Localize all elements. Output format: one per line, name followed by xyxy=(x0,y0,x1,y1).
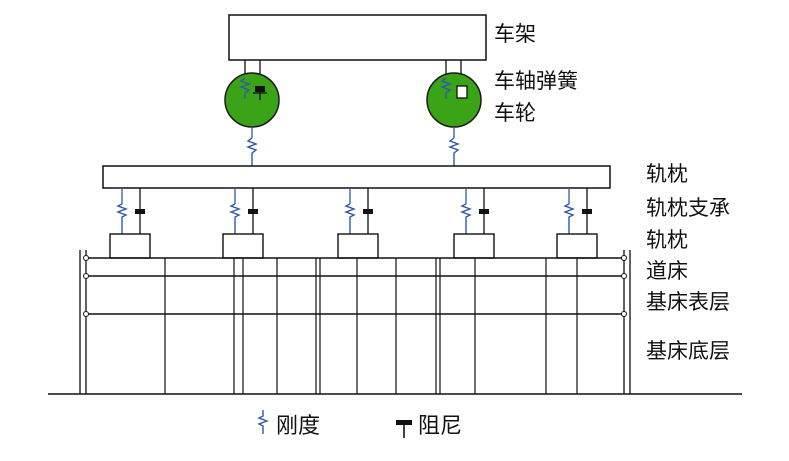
sleeper-supports xyxy=(109,188,598,259)
legend-damping-label: 阻尼 xyxy=(418,414,463,439)
label-subgrade-bottom: 基床底层 xyxy=(646,339,730,363)
label-frame: 车架 xyxy=(494,22,536,46)
label-axle-spring: 车轴弹簧 xyxy=(494,69,578,93)
label-sleeper-support: 轨枕支承 xyxy=(646,196,730,220)
support-damper-4 xyxy=(479,209,489,214)
right-axle-spring xyxy=(440,77,452,99)
sleeper-block-1 xyxy=(109,233,151,259)
support-spring-5 xyxy=(563,203,575,234)
label-wheel: 车轮 xyxy=(494,101,536,125)
support-damper-3 xyxy=(363,209,373,214)
right-wheel xyxy=(426,72,482,128)
sleeper-block-5 xyxy=(556,233,598,259)
label-sleeper: 轨枕 xyxy=(646,228,688,252)
car-frame xyxy=(228,14,487,61)
label-rail: 轨枕 xyxy=(646,162,688,186)
right-wheel-assembly xyxy=(426,60,482,167)
stiffness-icon xyxy=(257,410,269,434)
label-subgrade-surface: 基床表层 xyxy=(646,290,730,314)
label-ballast: 道床 xyxy=(646,259,688,283)
support-damper-2 xyxy=(248,209,258,214)
support-spring-1 xyxy=(116,203,128,234)
foundation xyxy=(48,250,742,395)
sleeper-block-4 xyxy=(453,233,495,259)
support-spring-3 xyxy=(344,203,356,234)
left-wheel-assembly xyxy=(224,60,280,167)
left-axle-spring xyxy=(239,77,251,99)
legend xyxy=(257,410,412,438)
support-damper-5 xyxy=(582,209,592,214)
sleeper-block-3 xyxy=(337,233,379,259)
rail-beam xyxy=(102,165,611,189)
support-damper-1 xyxy=(135,209,145,214)
right-axle-damper xyxy=(456,85,468,99)
legend-stiffness-label: 刚度 xyxy=(276,414,321,439)
damping-icon xyxy=(396,420,412,438)
left-axle-damper xyxy=(255,86,265,92)
right-wheel-spring xyxy=(448,137,460,167)
sleeper-block-2 xyxy=(222,233,264,259)
left-wheel xyxy=(224,72,280,128)
support-spring-2 xyxy=(229,203,241,234)
left-wheel-spring xyxy=(246,137,258,167)
support-spring-4 xyxy=(460,203,472,234)
